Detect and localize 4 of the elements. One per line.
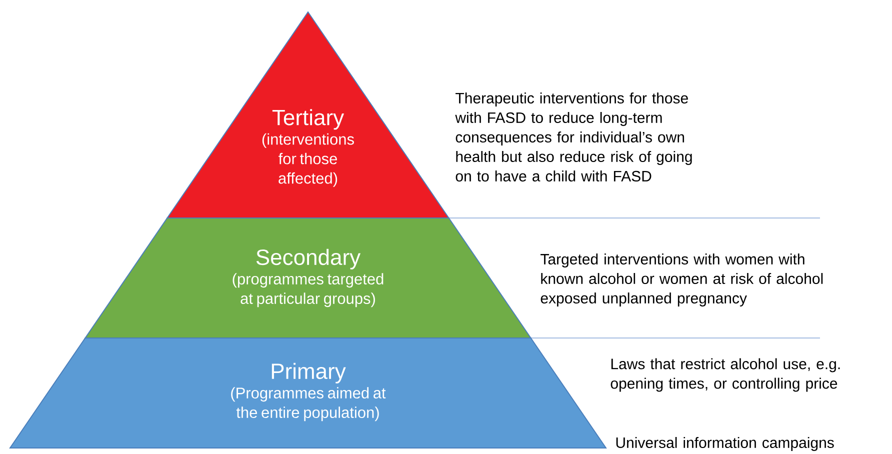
tier-description: Laws that restrict alcohol use, e.g. opening times, or controlling price [610,358,840,392]
tier-description: Therapeutic interventions for those with FASD to reduce long-term consequences for individual’s own health but also reduce risk of going on to have a child with FASD [455,92,692,182]
tier-description: Targeted interventions with women with known alcohol or women at risk of alcohol exposed unplanned pregnancy [540,254,823,306]
tier-description: Universal information campaigns [616,437,834,451]
